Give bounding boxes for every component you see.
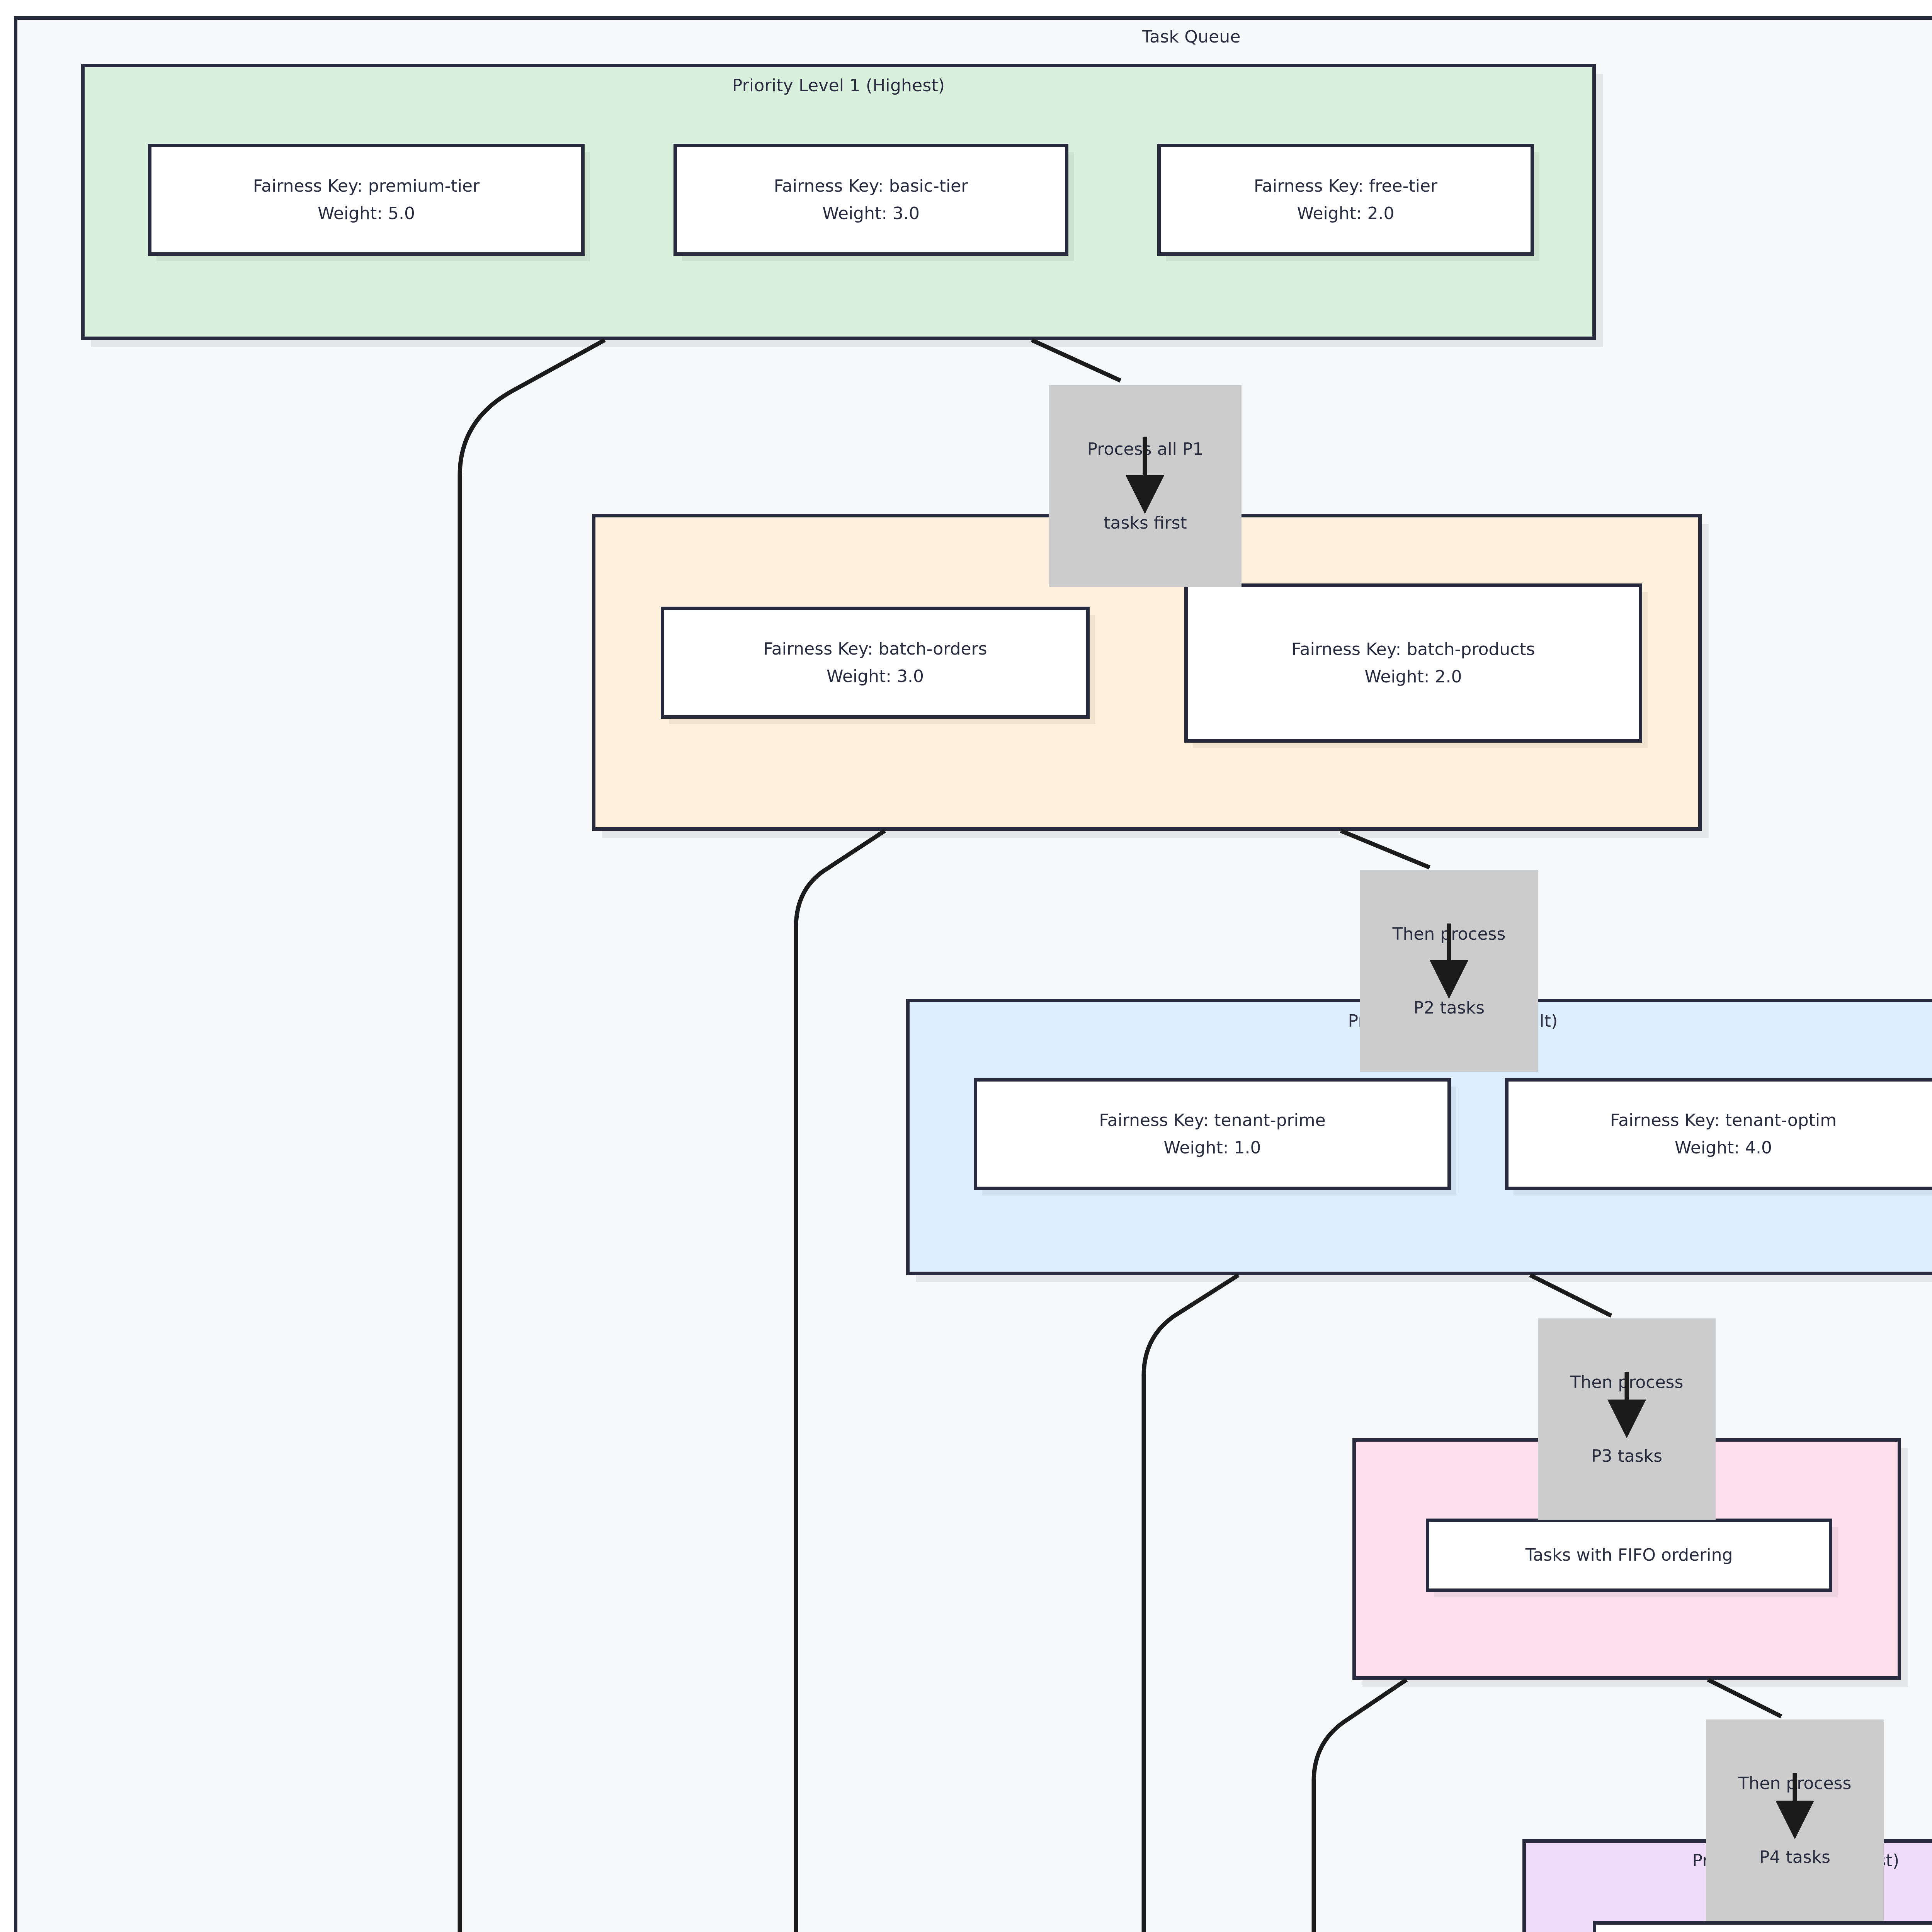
fairness-weight-label: Weight: 3.0 [822,204,920,223]
edge-label-line: P3 tasks [1591,1446,1663,1466]
edge-label-line: Then process [1570,1372,1684,1392]
fairness-key-label: Fairness Key: free-tier [1253,176,1438,196]
fairness-key-label: Fairness Key: premium-tier [253,176,480,196]
edge-label-line: P2 tasks [1413,998,1485,1018]
edge-label-p2-p3: Then process P2 tasks [1360,870,1538,1072]
edge-label-p4-p5: Then process P4 tasks [1706,1719,1884,1922]
fifo-card[interactable]: Tasks with FIFO ordering [1426,1519,1832,1592]
fairness-key-label: Fairness Key: tenant-prime [1099,1110,1326,1130]
edge-label-p1-p2: Process all P1 tasks first [1049,385,1242,587]
fairness-key-card[interactable]: Fairness Key: batch-products Weight: 2.0 [1184,583,1642,743]
fairness-key-label: Fairness Key: batch-orders [763,639,987,659]
fairness-key-label: Fairness Key: basic-tier [774,176,968,196]
edge-label-line: Then process [1738,1773,1852,1793]
edge-label-line: Then process [1392,924,1506,944]
fairness-key-card[interactable]: Fairness Key: free-tier Weight: 2.0 [1157,144,1534,256]
fifo-label: Tasks with FIFO ordering [1525,1545,1733,1565]
edge-label-line: P4 tasks [1759,1847,1831,1867]
fairness-key-card[interactable]: Fairness Key: batch-orders Weight: 3.0 [661,607,1090,719]
fifo-card[interactable]: Tasks with FIFO ordering [1593,1921,1932,1932]
edge-label-line: Process all P1 [1087,439,1204,459]
fairness-weight-label: Weight: 4.0 [1674,1138,1772,1158]
fairness-key-card[interactable]: Fairness Key: basic-tier Weight: 3.0 [673,144,1068,256]
edge-label-line: tasks first [1104,513,1187,533]
edge-label-p3-p4: Then process P3 tasks [1538,1318,1716,1520]
fairness-key-card[interactable]: Fairness Key: tenant-optim Weight: 4.0 [1505,1078,1932,1190]
fairness-key-label: Fairness Key: batch-products [1291,639,1535,659]
fairness-key-label: Fairness Key: tenant-optim [1610,1110,1837,1130]
cluster-task-queue-title: Task Queue [1142,27,1241,47]
fairness-weight-label: Weight: 3.0 [826,667,924,686]
fairness-weight-label: Weight: 2.0 [1297,204,1395,223]
cluster-priority-level-1-title: Priority Level 1 (Highest) [732,76,945,95]
fairness-weight-label: Weight: 2.0 [1364,667,1462,687]
fairness-weight-label: Weight: 1.0 [1163,1138,1261,1158]
fairness-key-card[interactable]: Fairness Key: tenant-prime Weight: 1.0 [974,1078,1451,1190]
fairness-weight-label: Weight: 5.0 [317,204,415,223]
fairness-key-card[interactable]: Fairness Key: premium-tier Weight: 5.0 [148,144,585,256]
